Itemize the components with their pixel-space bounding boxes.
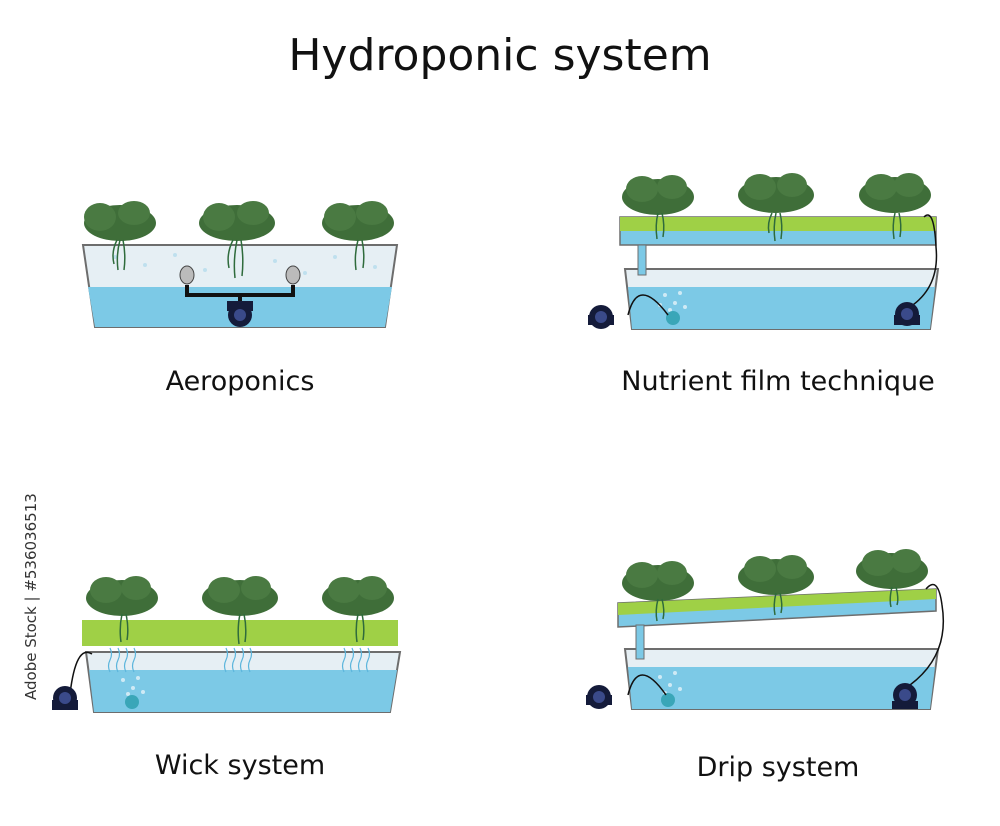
- tray: [82, 620, 398, 646]
- pump: [52, 686, 78, 710]
- plant: [622, 561, 694, 601]
- wick-system-label: Wick system: [154, 750, 326, 781]
- supply-tube: [909, 214, 938, 308]
- drain-pipe: [635, 624, 645, 660]
- tray: [620, 217, 936, 231]
- air-tube: [627, 294, 669, 316]
- pump: [894, 302, 920, 326]
- plant-group: [622, 549, 928, 601]
- roots: [655, 212, 902, 242]
- water: [628, 667, 935, 709]
- drain-pipe: [637, 244, 647, 276]
- plant: [322, 201, 394, 241]
- pump: [227, 301, 253, 327]
- plant: [738, 555, 814, 595]
- plant: [202, 576, 278, 616]
- roots: [112, 239, 365, 279]
- roots: [655, 586, 899, 622]
- bubbles: [121, 676, 145, 696]
- air-tube: [69, 651, 93, 695]
- roots: [119, 613, 365, 645]
- wicks: [107, 647, 371, 673]
- plant-group: [86, 576, 394, 616]
- plant-group: [622, 173, 931, 215]
- plant-group: [84, 201, 394, 241]
- plant: [322, 576, 394, 616]
- plant: [622, 175, 694, 215]
- wick-system-diagram: [52, 576, 402, 713]
- stock-credit: Adobe Stock | #536036513: [22, 493, 40, 700]
- plant: [859, 173, 931, 213]
- aeroponics-label: Aeroponics: [165, 366, 315, 397]
- plant: [86, 576, 158, 616]
- pump: [588, 305, 614, 329]
- pump: [892, 683, 918, 709]
- air-tube: [627, 674, 667, 696]
- mister-nozzles: [179, 265, 301, 285]
- air-stone: [666, 311, 680, 325]
- plant: [738, 173, 814, 213]
- pump: [586, 685, 612, 709]
- drip-system-label: Drip system: [696, 752, 860, 783]
- nutrient-film-diagram: [588, 173, 940, 330]
- drip-system-diagram: [586, 549, 945, 710]
- diagram-title: Hydroponic system: [288, 30, 712, 81]
- supply-tube: [909, 583, 945, 686]
- plant: [856, 549, 928, 589]
- plant: [199, 201, 275, 241]
- plant: [84, 201, 156, 241]
- water: [628, 287, 935, 329]
- tray: [618, 589, 936, 615]
- nutrient-film-label: Nutrient film technique: [621, 366, 935, 397]
- air-stone: [125, 695, 139, 709]
- water: [89, 670, 397, 712]
- air-stone: [661, 693, 675, 707]
- aeroponics-diagram: [81, 201, 399, 328]
